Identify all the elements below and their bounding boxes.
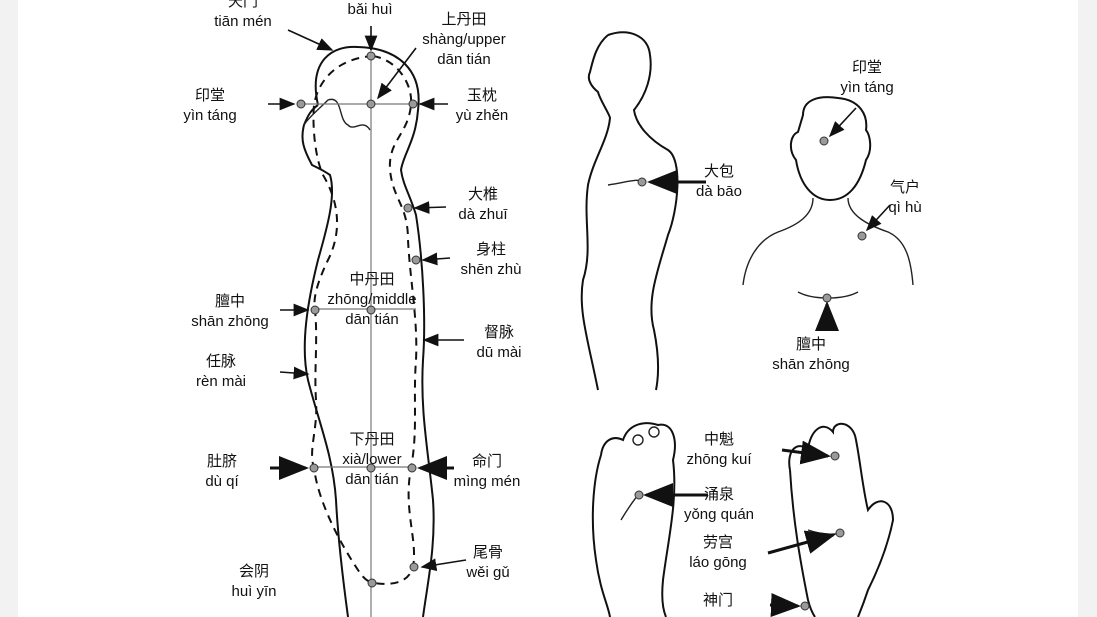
arrow-icon [279,366,310,380]
bust-neck-shoulders [742,197,914,286]
arrow-icon [287,29,334,51]
palm-figure [767,422,895,617]
arrow-icon [865,204,891,232]
acupoint-qi-hu [857,231,867,241]
arrow-icon [769,593,801,617]
foot-crease [620,494,639,521]
arrow-icon [413,201,447,214]
acupoint-yu-zhen [408,99,418,109]
torso-side-figure [580,31,706,391]
front-bust-figure [742,96,914,331]
acupoint-shan-zhong-front [822,293,832,303]
acupoint-yin-tang-front [819,136,829,146]
acupoint-da-bao [637,177,647,187]
side-profile-figure [268,26,467,617]
profile-outline [301,45,435,617]
acupoint-da-zhui [403,203,413,213]
arrow-icon [781,440,831,465]
acupoint-bai-hui [366,51,376,61]
acupoint-wei-gu [409,562,419,572]
acupoint-shang-dantian [366,99,376,109]
acupoint-du-qi [309,463,319,473]
arrow-icon [377,47,417,100]
acupoint-shen-men [800,601,810,611]
toe-outline [632,434,644,446]
acupoint-lao-gong [835,528,845,538]
palm-crease [807,529,841,535]
acupoint-shen-zhu [411,255,421,265]
arrow-icon [828,107,857,138]
du-mai-channel [372,55,418,585]
arrow-icon [421,252,451,266]
acupoint-yin-tang-side [296,99,306,109]
toe-outline [648,426,660,438]
arrow-icon [420,558,467,572]
acupoint-zhong-dantian [366,305,376,315]
acupoint-shan-zhong-side [310,305,320,315]
acupoint-yong-quan [634,490,644,500]
acupoint-zhong-kui [830,451,840,461]
foot-outline [591,422,676,617]
arrow-icon [767,530,836,555]
acupoint-ming-men [407,463,417,473]
acupoint-figure [268,26,914,617]
bust-outline [790,96,872,202]
torso-outline [580,31,679,391]
acupoint-xia-dantian [366,463,376,473]
label-bai-hui: bǎi huì [347,1,393,18]
foot-sole-figure [591,422,708,617]
label-shen-men: 神门 [702,592,734,609]
acupoint-hui-yin [367,578,377,588]
